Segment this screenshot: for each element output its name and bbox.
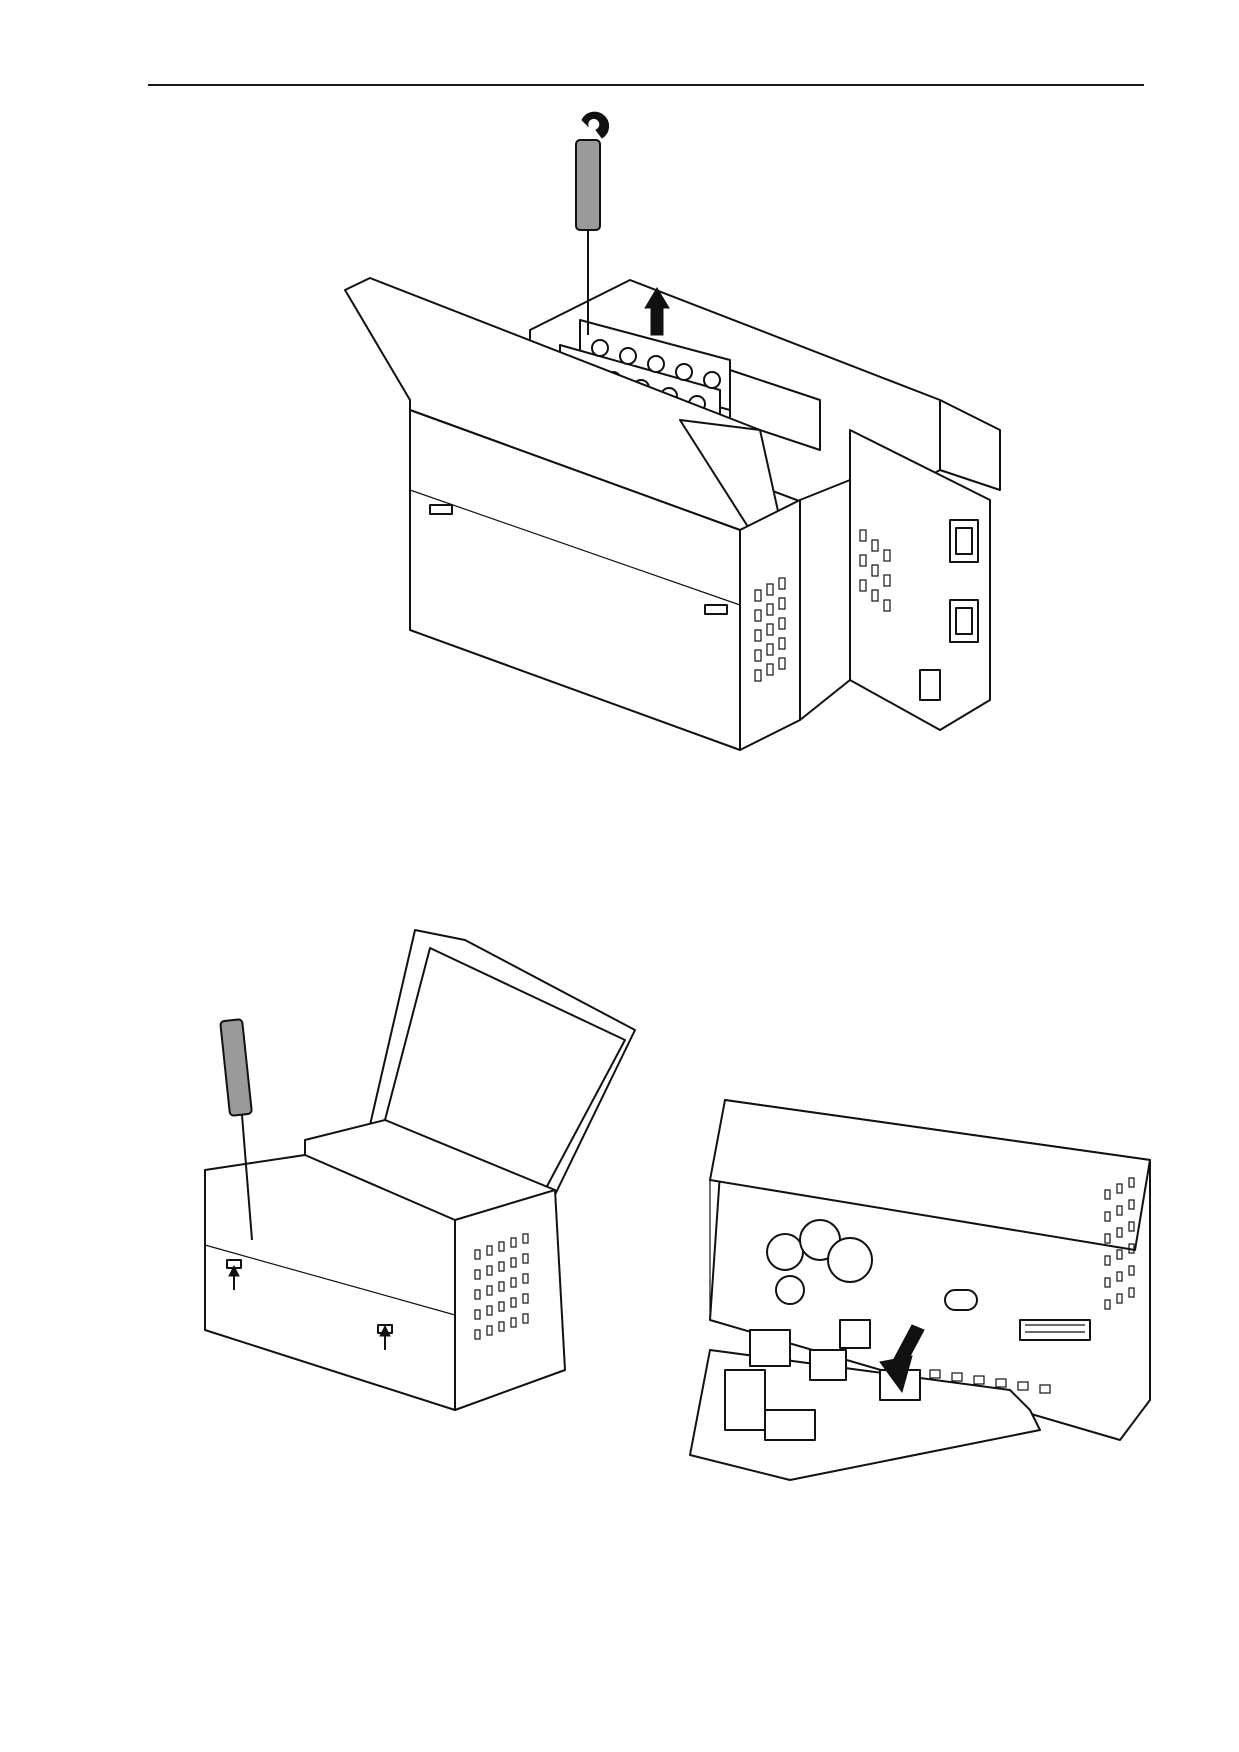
terminal-connector-row — [929, 1369, 1051, 1394]
lift-up-arrow-icon — [644, 287, 670, 336]
capacitor-3 — [827, 1237, 873, 1283]
release-arrow-icon-left — [228, 1264, 240, 1290]
unscrew-terminal-drawing — [344, 111, 1001, 751]
housing-shell — [709, 1099, 1151, 1441]
pcb-removal-illustration — [689, 1099, 1160, 1520]
header-rule — [148, 84, 1144, 86]
release-latch-drawing — [204, 929, 636, 1411]
capacitor-4 — [775, 1275, 805, 1305]
rotate-arrow-icon — [581, 111, 610, 139]
pcb-removal-drawing — [689, 1099, 1151, 1481]
release-arrow-icon-right — [379, 1324, 391, 1350]
unscrew-terminal-illustration — [300, 110, 1040, 850]
side-module — [729, 369, 821, 451]
rj45-jack — [724, 1369, 766, 1431]
slide-out-arrow-icon — [879, 1324, 925, 1394]
coil — [944, 1289, 978, 1311]
vent-holes — [754, 529, 891, 682]
main-housing — [204, 1154, 566, 1411]
screwdriver — [219, 1018, 253, 1241]
screwdriver — [575, 111, 610, 335]
capacitor-1 — [766, 1233, 804, 1271]
vent-holes — [1104, 1177, 1135, 1310]
pin-header — [1019, 1319, 1091, 1341]
open-lid — [369, 929, 636, 1206]
circuit-board — [689, 1219, 1091, 1481]
front-housing — [409, 409, 851, 751]
vent-holes — [474, 1233, 529, 1340]
release-latch-illustration — [204, 920, 645, 1500]
